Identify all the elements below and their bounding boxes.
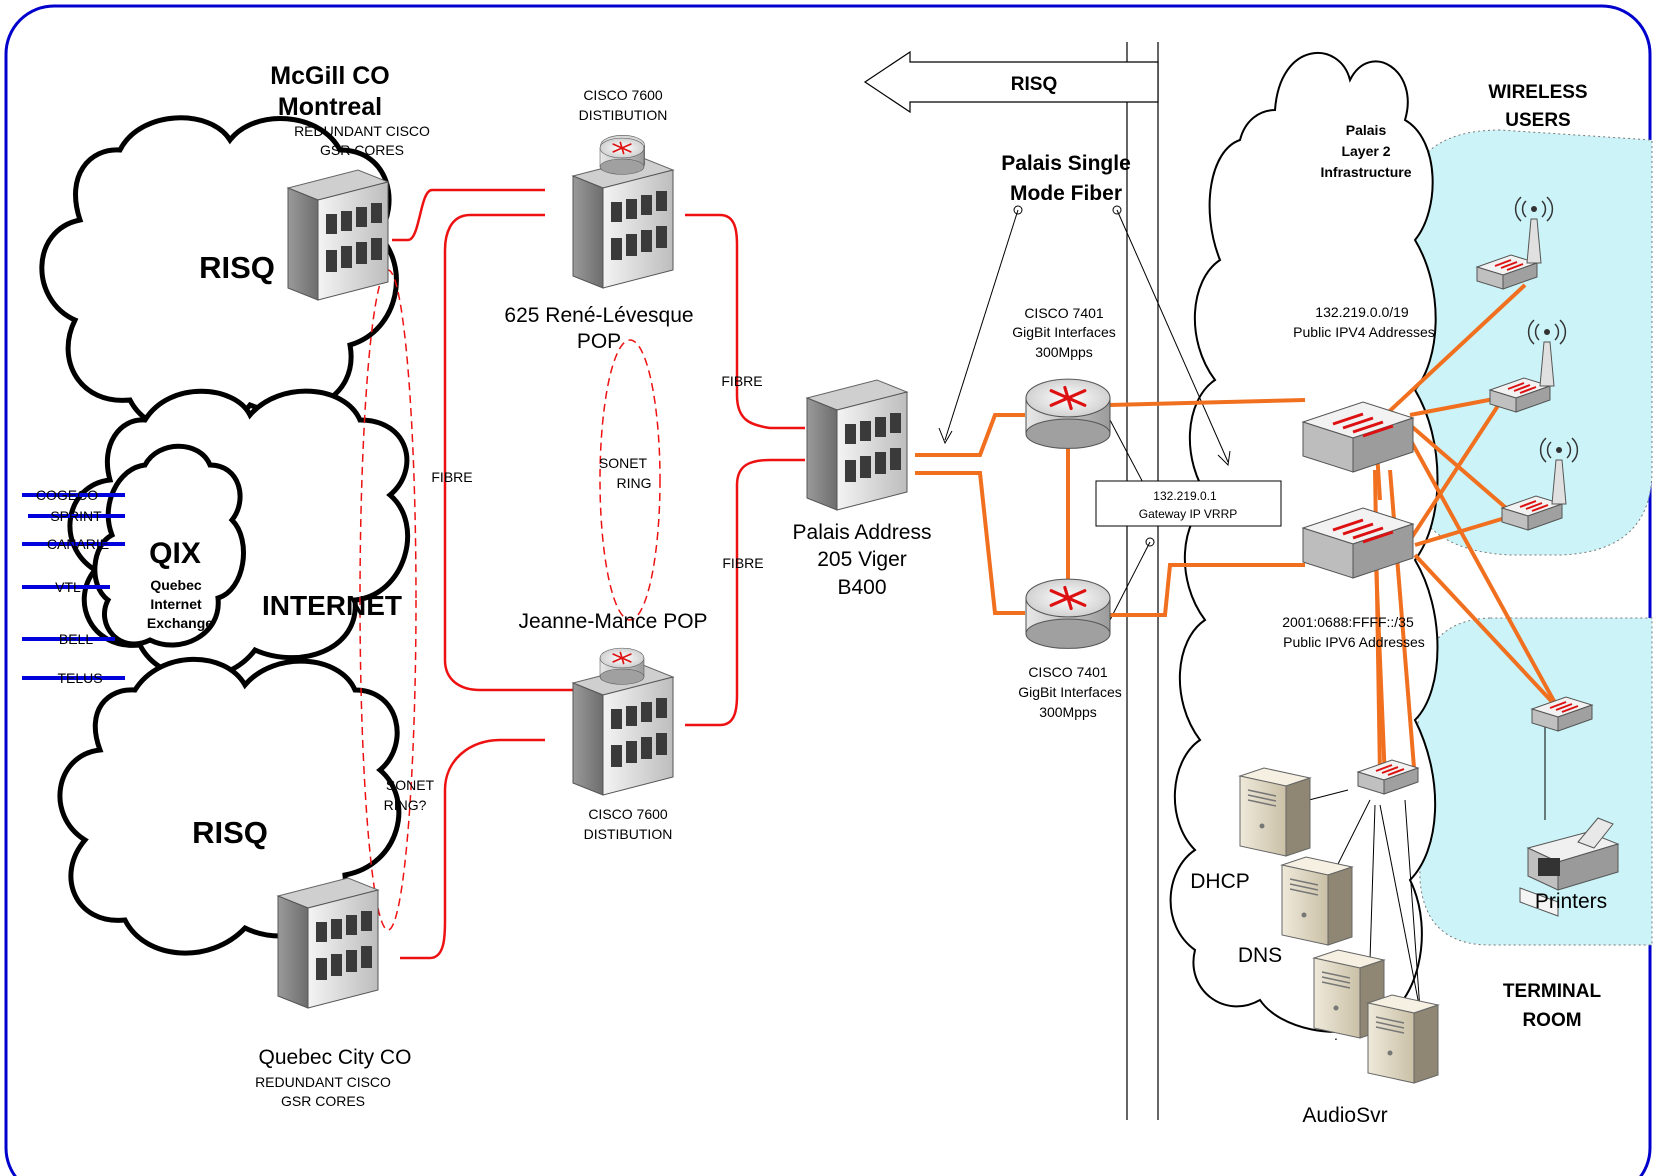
peer-telus: TELUS [57,670,102,686]
peer-canarie: CANARIE [47,536,109,552]
fiber-label-2: Mode Fiber [1010,182,1122,205]
gateway-vrrp-box [1095,480,1282,527]
quebec-building [277,877,379,1009]
cisco7401-top-2: GigBit Interfaces [1012,324,1116,340]
cisco7401-top-1: CISCO 7401 [1024,305,1104,321]
ipv6-label: Public IPV6 Addresses [1283,634,1425,650]
qix-sub-3: Exchange [147,615,213,631]
fiber-label-1: Palais Single [1001,152,1131,175]
jeanne-mance-label: Jeanne-Mance POP [518,610,707,633]
cisco7600-bottom-1: CISCO 7600 [588,806,668,822]
mcgill-sub-2: GSR CORES [320,142,404,158]
cisco7600-top-router [600,138,644,174]
qix-sub-2: Internet [150,596,202,612]
sonet-center-2: RING [617,475,652,491]
wireless-title-1: WIRELESS [1488,82,1587,103]
qix-sub-1: Quebec [150,577,202,593]
dhcp-label: DHCP [1190,870,1250,893]
cisco7401-bottom-1: CISCO 7401 [1028,664,1108,680]
printers-label: Printers [1535,890,1607,913]
fiber-vertical-lines [1126,42,1159,1120]
risq-bottom-label: RISQ [192,815,268,850]
dns-server-icon [1281,856,1353,946]
audiosvr-server-icon [1367,994,1439,1084]
peer-sprint: SPRINT [50,508,102,524]
mcgill-sub-1: REDUNDANT CISCO [294,123,430,139]
gateway-ip: 132.219.0.1 [1153,489,1217,503]
fibre-bottom-right: FIBRE [722,555,763,571]
sonet-left-1: SONET [386,777,435,793]
qix-cloud [92,443,246,648]
fibre-left: FIBRE [431,469,472,485]
risq-top-label: RISQ [199,250,275,285]
qix-label: QIX [149,537,201,570]
cisco7600-top-2: DISTIBUTION [579,107,668,123]
quebec-title: Quebec City CO [259,1046,412,1069]
wireless-title-2: USERS [1505,110,1570,131]
terminal-title-2: ROOM [1522,1010,1581,1031]
rene-levesque-2: POP [577,330,621,353]
cisco7401-top-router [1026,379,1110,448]
ipv6-subnet: 2001:0688:FFFF::/35 [1282,614,1414,630]
ipv4-subnet: 132.219.0.0/19 [1315,304,1409,320]
quebec-sub-1: REDUNDANT CISCO [255,1074,391,1090]
cisco7401-bottom-3: 300Mpps [1039,704,1097,720]
rene-levesque-building [572,157,674,289]
palais-3: B400 [837,576,886,599]
sonet-center-1: SONET [599,455,648,471]
cisco7600-bottom-2: DISTIBUTION [584,826,673,842]
risq-arrow-label: RISQ [1011,74,1057,95]
dot-label: . [1334,1027,1338,1043]
sonet-ring-center [599,339,661,621]
palais-l2-3: Infrastructure [1320,164,1411,180]
sonet-left-2: RING? [384,797,427,813]
risq-arrow [863,50,1159,114]
printer-icon [1519,817,1620,917]
audiosvr-label: AudioSvr [1302,1104,1387,1127]
cisco7401-bottom-router [1026,579,1110,648]
diagram-frame [4,4,1652,1176]
peer-vtl: VTL [55,579,81,595]
palais-l2-1: Palais [1346,122,1387,138]
mcgill-title-2: Montreal [278,93,382,121]
red-fibre-links [392,188,805,960]
ipv4-label: Public IPV4 Addresses [1293,324,1435,340]
dhcp-server-icon [1239,767,1311,857]
gateway-vrrp-label: Gateway IP VRRP [1139,507,1237,521]
mcgill-title-1: McGill CO [270,62,389,90]
peer-cogeco: COGECO [36,487,98,503]
palais-l2-2: Layer 2 [1341,143,1390,159]
terminal-title-1: TERMINAL [1503,981,1602,1002]
palais-1: Palais Address [793,521,932,544]
cisco7401-bottom-2: GigBit Interfaces [1018,684,1122,700]
peer-links [22,493,125,680]
dns-label: DNS [1238,944,1282,967]
palais-2: 205 Viger [817,548,907,571]
peer-bell: BELL [59,631,93,647]
rene-levesque-1: 625 René-Lévesque [504,304,693,327]
internet-label: INTERNET [262,590,402,621]
cisco7600-top-1: CISCO 7600 [583,87,663,103]
palais-building [806,379,908,511]
cisco7600-bottom-router [600,648,644,684]
cisco7401-top-3: 300Mpps [1035,344,1093,360]
mcgill-building [287,169,389,301]
quebec-sub-2: GSR CORES [281,1093,365,1109]
fibre-top-right: FIBRE [721,373,762,389]
